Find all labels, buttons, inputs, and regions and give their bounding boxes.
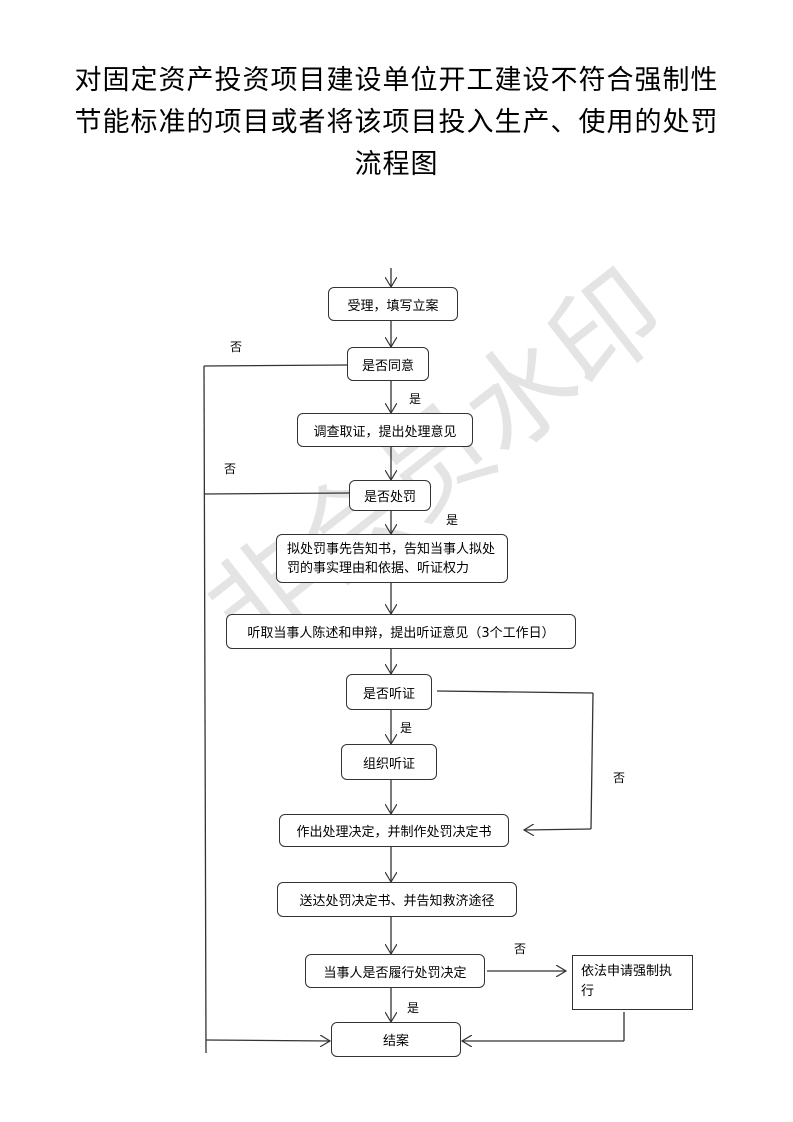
label-yes-hearing: 是 xyxy=(400,721,413,735)
label-no-fulfill: 否 xyxy=(514,942,527,956)
node-investigate: 调查取证，提出处理意见 xyxy=(297,413,473,447)
label-no-hearing: 否 xyxy=(613,771,626,785)
node-hearing-question: 是否听证 xyxy=(346,674,432,710)
title-line-2: 节能标准的项目或者将该项目投入生产、使用的处罚 xyxy=(74,107,719,138)
node-notify: 拟处罚事先告知书，告知当事人拟处罚的事实理由和依据、听证权力 xyxy=(276,534,508,583)
node-enforce: 依法申请强制执行 xyxy=(572,955,693,1010)
node-decide: 作出处理决定，并制作处罚决定书 xyxy=(279,814,509,847)
label-no-agree: 否 xyxy=(230,340,243,354)
node-deliver: 送达处罚决定书、并告知救济途径 xyxy=(277,882,517,917)
line-hearing-no-down xyxy=(590,692,594,830)
line-punish-no xyxy=(203,492,350,495)
label-yes-fulfill: 是 xyxy=(407,1001,420,1015)
node-organize-hearing: 组织听证 xyxy=(341,744,437,780)
arrow-hearing-no-decide xyxy=(524,829,592,830)
node-hear-statement: 听取当事人陈述和申辩，提出听证意见（3个工作日） xyxy=(226,614,576,649)
node-accept: 受理，填写立案 xyxy=(328,287,458,321)
line-hearing-no-out xyxy=(436,690,594,694)
page-title: 对固定资产投资项目建设单位开工建设不符合强制性 节能标准的项目或者将该项目投入生… xyxy=(40,60,753,186)
node-fulfill-question: 当事人是否履行处罚决定 xyxy=(305,954,485,988)
label-yes-agree: 是 xyxy=(409,392,422,406)
label-yes-punish: 是 xyxy=(446,513,459,527)
node-punish-question: 是否处罚 xyxy=(349,480,431,511)
title-line-3: 流程图 xyxy=(354,149,439,180)
arrow-left-close xyxy=(205,1040,330,1041)
node-close: 结案 xyxy=(331,1022,461,1057)
line-left-vertical xyxy=(203,365,207,1054)
line-agree-no xyxy=(203,364,348,367)
title-line-1: 对固定资产投资项目建设单位开工建设不符合强制性 xyxy=(74,65,719,96)
node-agree-question: 是否同意 xyxy=(347,347,429,381)
label-no-punish: 否 xyxy=(224,462,237,476)
